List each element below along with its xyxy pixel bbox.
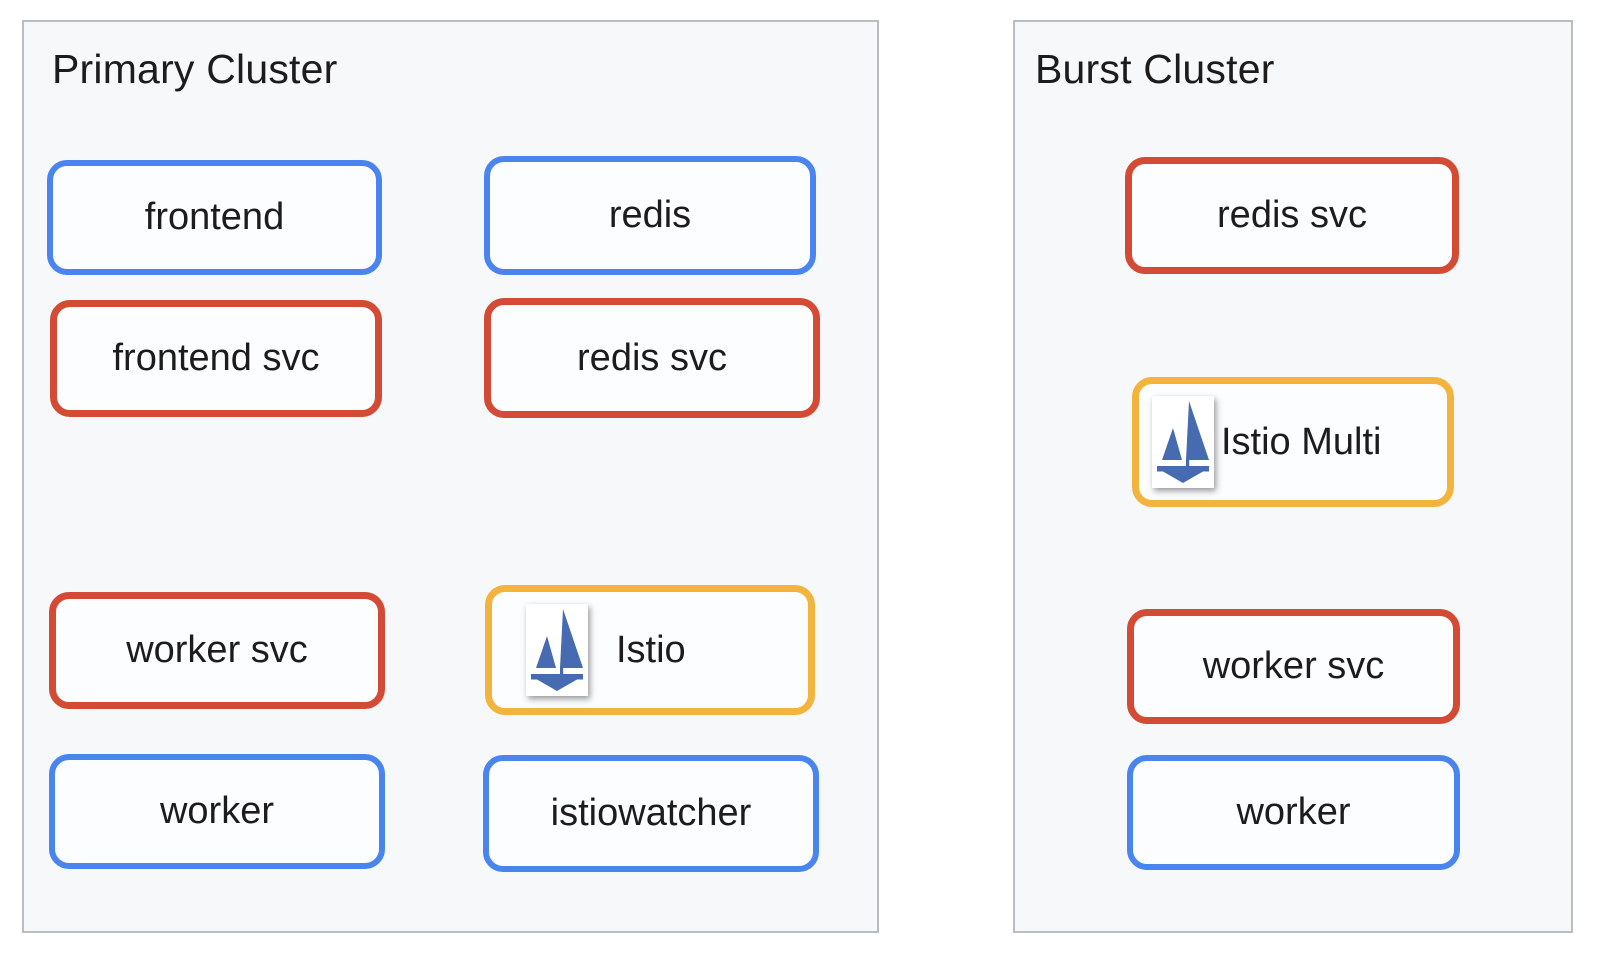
box-istio-label: Istio (616, 628, 686, 671)
box-istiowatcher: istiowatcher (483, 755, 819, 872)
box-burst-redis-svc: redis svc (1125, 157, 1459, 274)
box-frontend-svc-label: frontend svc (112, 337, 320, 379)
box-burst-worker-label: worker (1236, 791, 1351, 833)
box-burst-redis-svc-label: redis svc (1217, 194, 1367, 236)
box-redis-label: redis (608, 194, 692, 236)
istio-sailboat-logo-icon (526, 604, 588, 696)
box-istio: Istio (485, 585, 815, 715)
box-worker: worker (49, 754, 385, 869)
box-redis-svc-label: redis svc (577, 336, 727, 379)
box-worker-svc: worker svc (49, 592, 385, 709)
box-burst-worker-svc-label: worker svc (1202, 645, 1385, 687)
box-istio-multi: Istio Multi (1132, 377, 1454, 507)
box-istio-multi-label: Istio Multi (1221, 420, 1382, 463)
burst-cluster-title: Burst Cluster (1035, 46, 1275, 92)
box-istiowatcher-label: istiowatcher (550, 792, 752, 834)
burst-cluster: Burst Cluster redis svc Istio Multi work… (1013, 20, 1573, 933)
box-burst-worker: worker (1127, 755, 1460, 870)
box-redis: redis (484, 156, 816, 275)
box-frontend: frontend (47, 160, 382, 275)
box-worker-svc-label: worker svc (126, 629, 308, 671)
primary-cluster: Primary Cluster frontend redis frontend … (22, 20, 879, 933)
primary-cluster-title: Primary Cluster (52, 46, 338, 92)
box-redis-svc: redis svc (484, 298, 820, 418)
box-frontend-svc: frontend svc (50, 300, 382, 417)
box-frontend-label: frontend (144, 196, 285, 238)
istio-sailboat-logo-icon (1152, 396, 1214, 488)
box-worker-label: worker (159, 790, 275, 832)
box-burst-worker-svc: worker svc (1127, 609, 1460, 724)
